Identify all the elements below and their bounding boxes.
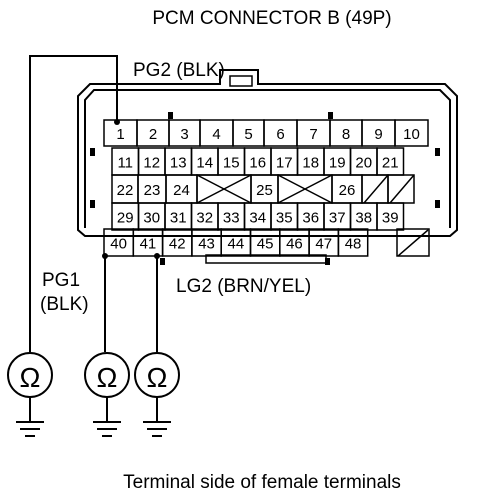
terminal-number: 36 xyxy=(302,210,319,227)
terminal-cavity xyxy=(394,119,429,147)
terminal-number: 39 xyxy=(382,210,399,227)
terminal-cavity xyxy=(337,228,369,257)
terminal-number: 15 xyxy=(223,155,240,172)
view-caption: Terminal side of female terminals xyxy=(123,472,401,493)
terminal-number: 22 xyxy=(117,182,134,199)
terminal-number: 11 xyxy=(117,155,133,172)
terminal-number: 34 xyxy=(249,210,266,227)
blank-cavities xyxy=(196,174,429,257)
terminal-number: 42 xyxy=(169,236,186,253)
terminal-number: 1 xyxy=(116,126,124,143)
terminal-number: 30 xyxy=(143,210,160,227)
terminal-number: 7 xyxy=(309,126,317,143)
ground-symbols xyxy=(16,397,171,437)
terminal-number: 19 xyxy=(329,155,346,172)
terminal-number: 21 xyxy=(382,155,399,172)
terminal-number: 13 xyxy=(170,155,187,172)
terminal-number: 18 xyxy=(302,155,319,172)
terminal-number: 26 xyxy=(339,182,356,199)
diagram-title: PCM CONNECTOR B (49P) xyxy=(152,8,391,29)
terminal-number: 6 xyxy=(276,126,284,143)
pg1-label: PG1 xyxy=(42,270,80,291)
terminal-number: 5 xyxy=(244,126,252,143)
terminal-number: 45 xyxy=(257,236,274,253)
terminal-number: 14 xyxy=(196,155,213,172)
ohm-icon: Ω xyxy=(97,362,118,393)
terminal-number: 37 xyxy=(329,210,346,227)
terminal-number: 38 xyxy=(355,210,372,227)
pg1-wire-color-label: (BLK) xyxy=(40,294,89,315)
terminal-number: 9 xyxy=(374,126,382,143)
ohmmeter-lg2: Ω xyxy=(134,352,180,398)
terminal-number: 3 xyxy=(180,126,188,143)
terminal-number: 4 xyxy=(212,126,220,143)
terminal-grid xyxy=(103,119,430,257)
ohm-icon: Ω xyxy=(147,362,168,393)
terminal-number: 44 xyxy=(228,236,245,253)
housing-latches xyxy=(90,112,440,265)
terminal-number: 25 xyxy=(256,182,273,199)
connector-housing xyxy=(77,69,458,264)
terminal-number: 20 xyxy=(355,155,372,172)
lg2-label: LG2 (BRN/YEL) xyxy=(176,276,311,297)
terminal-number: 32 xyxy=(196,210,213,227)
terminal-number: 12 xyxy=(143,155,160,172)
ohm-icon: Ω xyxy=(20,362,41,393)
terminal-number: 41 xyxy=(140,236,157,253)
terminal-number: 33 xyxy=(223,210,240,227)
terminal-cavity xyxy=(396,228,430,257)
probe-dots xyxy=(102,119,160,259)
terminal-cavity xyxy=(387,174,415,204)
ohmmeter-pg1: Ω xyxy=(84,352,130,398)
terminal-number: 48 xyxy=(345,236,362,253)
terminal-number: 24 xyxy=(173,182,190,199)
terminal-number: 46 xyxy=(286,236,303,253)
terminal-number: 23 xyxy=(144,182,161,199)
terminal-number: 35 xyxy=(276,210,293,227)
terminal-number: 43 xyxy=(198,236,215,253)
terminal-number: 2 xyxy=(149,126,157,143)
terminal-number: 10 xyxy=(403,126,420,143)
probe-wires xyxy=(29,55,158,352)
terminal-number: 17 xyxy=(276,155,293,172)
terminal-number: 40 xyxy=(110,236,127,253)
terminal-number: 16 xyxy=(249,155,266,172)
pg2-label: PG2 (BLK) xyxy=(133,60,225,81)
ohmmeter-pg2: Ω xyxy=(7,352,53,398)
terminal-number: 8 xyxy=(342,126,350,143)
terminal-number: 47 xyxy=(315,236,332,253)
terminal-number: 29 xyxy=(117,210,134,227)
terminal-number: 31 xyxy=(170,210,187,227)
